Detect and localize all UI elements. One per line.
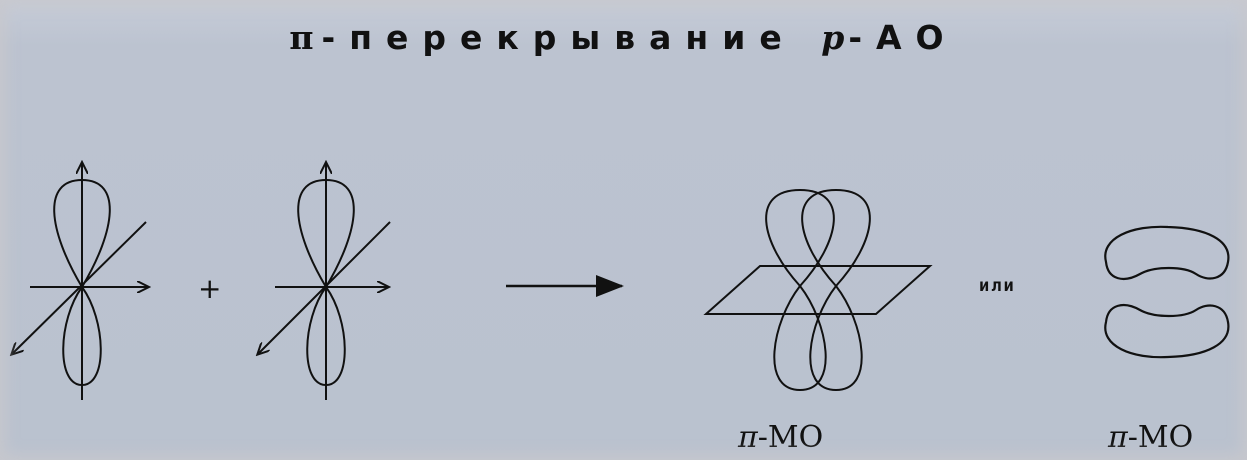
mo-label-2-pi: π	[1108, 420, 1128, 455]
mo-label-1-pi: π	[738, 420, 758, 455]
title-pi-symbol: π	[289, 18, 318, 57]
mo-lobe-upper-left	[765, 188, 835, 288]
title-p-letter: p	[821, 18, 849, 57]
pi-mo-alternative	[1104, 225, 1230, 359]
mo-lobe-lower-right	[809, 284, 863, 392]
mo-label-1: π-MO	[738, 420, 823, 455]
or-label: или	[979, 276, 1016, 296]
mo-lobe-lower-left	[773, 284, 827, 392]
p-orbital-right-y-axis	[258, 221, 391, 354]
diagram-title: π-перекрывание p-AO	[0, 18, 1247, 57]
p-orbital-left	[12, 163, 148, 400]
title-ao: -AO	[848, 18, 958, 57]
mo-lower-kidney	[1104, 303, 1230, 359]
title-text: -перекрывание	[321, 18, 796, 57]
p-orbital-left-y-axis	[12, 221, 147, 354]
mo-upper-kidney	[1104, 225, 1230, 281]
mo-label-1-rest: -MO	[757, 420, 824, 455]
p-orbital-right	[258, 163, 390, 400]
mo-label-2: π-MO	[1108, 420, 1193, 455]
mo-label-2-rest: -MO	[1127, 420, 1194, 455]
pi-mo-overlap	[703, 188, 933, 392]
mo-lobe-upper-right	[801, 188, 871, 288]
nodal-plane	[703, 265, 933, 315]
plus-sign: +	[198, 272, 222, 305]
